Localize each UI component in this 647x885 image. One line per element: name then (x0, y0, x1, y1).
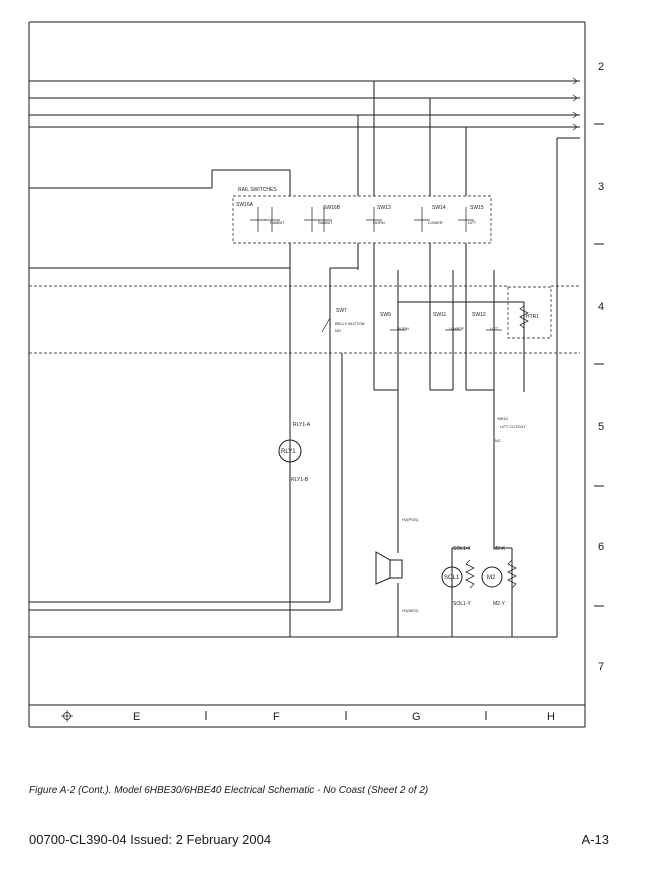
rail-switch-contacts (250, 207, 474, 232)
page-number: A-13 (581, 832, 609, 847)
sw15-label: SW15 (470, 205, 484, 211)
control-band (29, 285, 580, 392)
sw7-label: SW7 (336, 308, 347, 314)
rail-switches-box (232, 195, 492, 244)
rabbit-label-b: RABBIT (318, 220, 333, 225)
sw13-label: SW13 (377, 205, 391, 211)
zone-7: 7 (598, 661, 604, 673)
rly1a-label: RLY1-A (293, 422, 311, 428)
vertical-wires (289, 81, 580, 637)
sw12-label: SW12 (472, 312, 486, 318)
zone-e: E (133, 711, 140, 723)
top-feeder-wires (29, 77, 580, 269)
sw16b-label: SW16B (323, 205, 341, 211)
motor-icon (481, 566, 503, 588)
crosshair-icon (61, 710, 73, 722)
zone-6: 6 (598, 541, 604, 553)
sol1x-label: SOL1-X (453, 546, 471, 552)
rly1b-label: RLY1-B (291, 477, 309, 483)
belly-button-label: BELLY BUTTON (335, 321, 365, 326)
horn-icon (375, 551, 403, 585)
sol1-label: SOL1 (444, 575, 460, 581)
zone-h: H (547, 711, 555, 723)
drawing-frame (28, 21, 604, 728)
nc-label: NC (495, 438, 501, 443)
m2y-label: M2-Y (493, 601, 506, 607)
lift-label: LIFT (468, 220, 477, 225)
document-id: 00700-CL390-04 Issued: 2 February 2004 (29, 832, 272, 847)
lower-label: LOWER (428, 220, 443, 225)
zone-4: 4 (598, 301, 604, 313)
m2x-label: M2-X (493, 546, 506, 552)
sw10-label: SW10 (497, 416, 509, 421)
no-label: NO (335, 328, 341, 333)
control-switches (321, 317, 502, 340)
zone-2: 2 (598, 61, 604, 73)
horn-label-2: HORN (397, 326, 409, 331)
zone-5: 5 (598, 421, 604, 433)
lift-label-2: LIFT (490, 326, 499, 331)
htr1-label: HTR1 (526, 314, 539, 320)
sol1y-label: SOL1-Y (453, 601, 471, 607)
sw14-label: SW14 (432, 205, 446, 211)
lower-wiring (29, 353, 557, 638)
horn-label: HORN (373, 220, 385, 225)
sw11-label: SW11 (433, 312, 446, 318)
figure-caption: Figure A-2 (Cont.). Model 6HBE30/6HBE40 … (29, 785, 429, 796)
zone-f: F (273, 711, 280, 723)
h1neg-label: H1(NEG) (402, 608, 419, 613)
lower-label-2: LOWER (449, 326, 464, 331)
sw9-label: SW9 (380, 312, 391, 318)
relay-coil (278, 439, 302, 463)
zone-3: 3 (598, 181, 604, 193)
heater-box (507, 286, 552, 339)
m2-label: M2 (487, 575, 496, 581)
h2pos-label: H2(POS) (402, 517, 419, 522)
lift-cutout-label: LIFT CUTOUT (500, 424, 526, 429)
rly1-label: RLY1 (281, 449, 296, 455)
sw16a-label: SW16A (236, 202, 254, 208)
rabbit-label-a: RABBIT (270, 220, 285, 225)
rail-switches-label: RAIL SWITCHES (238, 187, 277, 193)
solenoid-coil (441, 566, 463, 588)
zone-g: G (412, 711, 421, 723)
